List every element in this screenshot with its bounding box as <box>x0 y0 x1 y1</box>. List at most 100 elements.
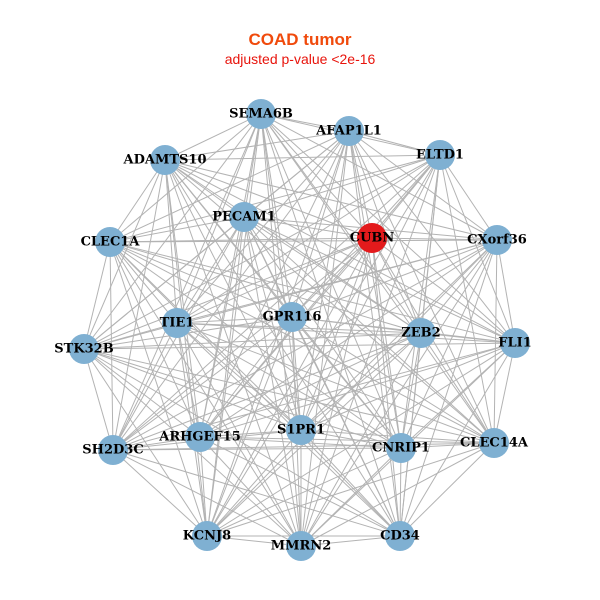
edge-S1PR1-CD34 <box>300 429 401 537</box>
node-ELTD1[interactable]: ELTD1 <box>416 140 464 170</box>
node-circle[interactable] <box>229 202 259 232</box>
edge-S1PR1-KCNJ8 <box>206 429 302 537</box>
node-AFAP1L1[interactable]: AFAP1L1 <box>315 116 382 146</box>
edge-STK32B-S1PR1 <box>83 348 302 431</box>
node-circle[interactable] <box>98 435 128 465</box>
node-label: CD34 <box>380 529 420 544</box>
node-label: CNRIP1 <box>372 441 430 456</box>
node-CD34[interactable]: CD34 <box>380 521 420 551</box>
edge-layer <box>83 113 516 547</box>
edge-SEMA6B-CUBN <box>260 113 373 239</box>
edge-CNRIP1-MMRN2 <box>300 447 402 547</box>
edge-CLEC1A-ZEB2 <box>109 241 422 334</box>
node-ADAMTS10[interactable]: ADAMTS10 <box>123 145 207 175</box>
edge-FLI1-SH2D3C <box>112 342 516 451</box>
node-circle[interactable] <box>357 223 387 253</box>
node-CUBN[interactable]: CUBN <box>350 223 395 253</box>
node-circle[interactable] <box>479 428 509 458</box>
node-label: SEMA6B <box>229 107 293 122</box>
node-CXorf36[interactable]: CXorf36 <box>467 225 527 255</box>
node-label: SH2D3C <box>82 443 143 458</box>
chart-subtitle: adjusted p-value <2e-16 <box>224 51 376 67</box>
edge-AFAP1L1-TIE1 <box>176 130 350 324</box>
node-GPR116[interactable]: GPR116 <box>263 302 322 332</box>
edge-CNRIP1-CLEC14A <box>400 442 495 449</box>
node-SH2D3C[interactable]: SH2D3C <box>82 435 144 465</box>
edge-CXorf36-SH2D3C <box>112 239 498 451</box>
node-circle[interactable] <box>385 521 415 551</box>
edge-ZEB2-CLEC14A <box>420 332 495 444</box>
edge-CLEC1A-TIE1 <box>109 241 178 324</box>
edge-STK32B-ARHGEF15 <box>83 348 201 438</box>
edge-AFAP1L1-CD34 <box>348 130 401 537</box>
node-circle[interactable] <box>286 415 316 445</box>
node-circle[interactable] <box>286 531 316 561</box>
edge-MMRN2-CD34 <box>300 535 401 547</box>
edge-ELTD1-ADAMTS10 <box>164 154 441 161</box>
edge-GPR116-S1PR1 <box>291 316 302 431</box>
edge-ELTD1-S1PR1 <box>300 154 441 431</box>
node-label: KCNJ8 <box>183 529 231 544</box>
node-circle[interactable] <box>185 422 215 452</box>
edge-AFAP1L1-FLI1 <box>348 130 516 344</box>
node-ARHGEF15[interactable]: ARHGEF15 <box>158 422 241 452</box>
node-MMRN2[interactable]: MMRN2 <box>271 531 332 561</box>
edge-SH2D3C-CD34 <box>112 449 401 537</box>
edge-STK32B-CLEC14A <box>83 348 495 444</box>
edge-STK32B-CNRIP1 <box>83 348 402 449</box>
edge-ADAMTS10-STK32B <box>83 159 166 350</box>
node-S1PR1[interactable]: S1PR1 <box>277 415 325 445</box>
node-circle[interactable] <box>95 227 125 257</box>
node-circle[interactable] <box>386 433 416 463</box>
edge-CLEC1A-CNRIP1 <box>109 241 402 449</box>
edge-TIE1-SH2D3C <box>112 322 178 451</box>
node-FLI1[interactable]: FLI1 <box>498 328 532 358</box>
edge-FLI1-KCNJ8 <box>206 342 516 537</box>
node-circle[interactable] <box>500 328 530 358</box>
node-circle[interactable] <box>192 521 222 551</box>
edge-AFAP1L1-CLEC1A <box>109 130 350 243</box>
node-circle[interactable] <box>277 302 307 332</box>
node-circle[interactable] <box>406 318 436 348</box>
edge-CUBN-MMRN2 <box>300 237 373 547</box>
node-label: FLI1 <box>498 336 532 351</box>
edge-CXorf36-S1PR1 <box>300 239 498 431</box>
node-circle[interactable] <box>150 145 180 175</box>
node-label: GPR116 <box>263 310 322 325</box>
node-KCNJ8[interactable]: KCNJ8 <box>183 521 231 551</box>
node-circle[interactable] <box>246 99 276 129</box>
edge-CLEC14A-CD34 <box>399 442 495 537</box>
edge-ADAMTS10-ARHGEF15 <box>164 159 201 438</box>
node-CLEC14A[interactable]: CLEC14A <box>460 428 529 458</box>
edge-CLEC1A-S1PR1 <box>109 241 302 431</box>
edge-ARHGEF15-S1PR1 <box>199 429 302 438</box>
node-TIE1[interactable]: TIE1 <box>160 308 195 338</box>
node-label: CUBN <box>350 231 395 246</box>
node-circle[interactable] <box>334 116 364 146</box>
edge-SH2D3C-MMRN2 <box>112 449 302 547</box>
node-ZEB2[interactable]: ZEB2 <box>401 318 441 348</box>
node-circle[interactable] <box>425 140 455 170</box>
node-circle[interactable] <box>162 308 192 338</box>
node-STK32B[interactable]: STK32B <box>54 334 114 364</box>
edge-ZEB2-CNRIP1 <box>400 332 422 449</box>
edge-PECAM1-CLEC14A <box>243 216 495 444</box>
node-circle[interactable] <box>482 225 512 255</box>
edge-SEMA6B-CNRIP1 <box>260 113 402 449</box>
edge-GPR116-CD34 <box>291 316 401 537</box>
edge-PECAM1-TIE1 <box>176 216 245 324</box>
node-CNRIP1[interactable]: CNRIP1 <box>372 433 430 463</box>
edge-ZEB2-STK32B <box>83 332 422 350</box>
chart-title: COAD tumor <box>248 30 352 49</box>
edge-CLEC14A-KCNJ8 <box>206 442 495 537</box>
node-circle[interactable] <box>69 334 99 364</box>
edge-TIE1-S1PR1 <box>176 322 302 431</box>
node-CLEC1A[interactable]: CLEC1A <box>81 227 141 257</box>
node-PECAM1[interactable]: PECAM1 <box>212 202 276 232</box>
edge-FLI1-CD34 <box>399 342 516 537</box>
edge-AFAP1L1-ELTD1 <box>348 130 441 156</box>
edge-ZEB2-CD34 <box>399 332 422 537</box>
node-SEMA6B[interactable]: SEMA6B <box>229 99 293 129</box>
